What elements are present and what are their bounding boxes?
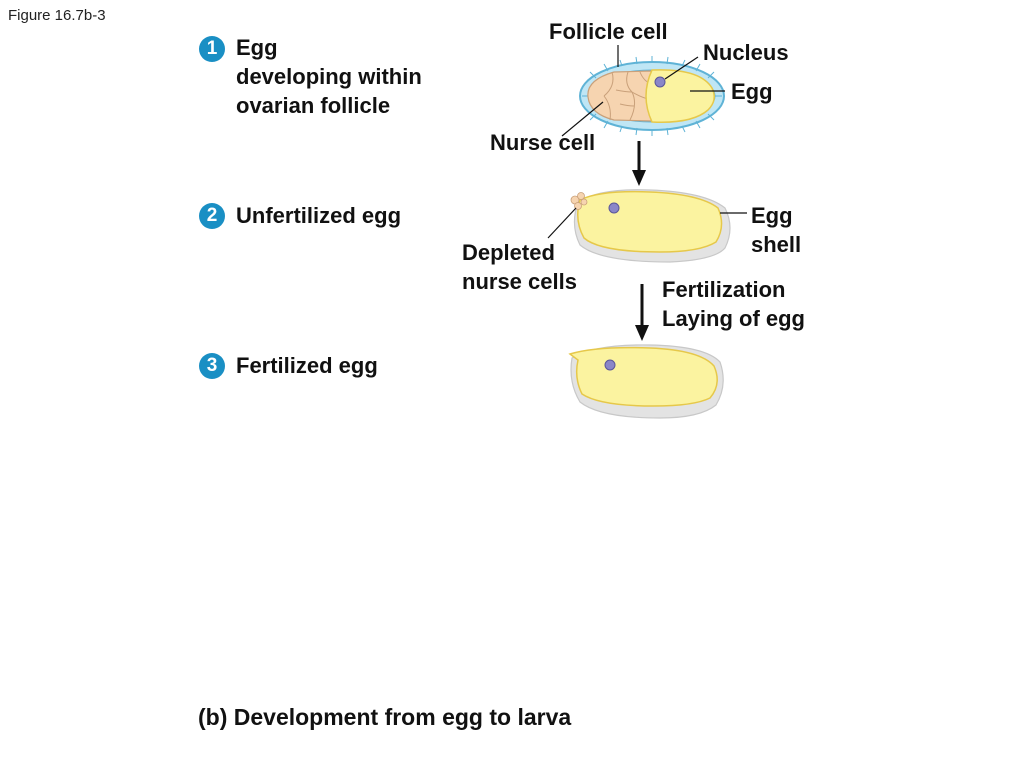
stage-2-leader-lines xyxy=(547,207,747,239)
step-1-badge: 1 xyxy=(199,36,225,62)
step-3-line-1: Fertilized egg xyxy=(236,353,378,378)
ovarian-follicle xyxy=(579,56,725,136)
fertilized-egg xyxy=(568,344,724,419)
arrow-down-1 xyxy=(632,141,646,186)
step-1-line-1: Egg xyxy=(236,35,278,60)
unfertilized-egg xyxy=(570,189,731,263)
label-nurse-cell: Nurse cell xyxy=(490,130,596,155)
label-fertilization-line: Fertilization xyxy=(662,277,786,302)
step-1-text: Egg developing within ovarian follicle xyxy=(236,33,422,120)
step-3-text: Fertilized egg xyxy=(236,351,378,380)
label-depleted-line-1: Depleted xyxy=(462,240,555,265)
step-2-badge: 2 xyxy=(199,203,225,229)
step-1-line-2: developing within xyxy=(236,64,422,89)
figure-caption: (b) Development from egg to larva xyxy=(198,704,572,730)
label-egg-shell-line-2: shell xyxy=(751,232,802,257)
step-3-badge: 3 xyxy=(199,353,225,379)
label-nucleus: Nucleus xyxy=(703,40,789,65)
step-2-text: Unfertilized egg xyxy=(236,201,401,230)
nucleus xyxy=(654,76,666,88)
step-1-line-3: ovarian follicle xyxy=(236,93,391,118)
nucleus-2 xyxy=(608,202,620,214)
nurse-cells xyxy=(587,70,653,122)
label-egg: Egg xyxy=(731,79,773,104)
figure-id: Figure 16.7b-3 xyxy=(8,7,106,24)
label-egg-shell: Egg shell xyxy=(751,201,801,259)
egg-yolk-3 xyxy=(568,346,718,407)
stage-1-leader-lines xyxy=(561,45,725,137)
label-follicle-cell: Follicle cell xyxy=(549,19,668,44)
depleted-nurse-cells-cluster xyxy=(570,192,588,210)
label-fertilization: Fertilization Laying of egg xyxy=(662,275,805,333)
egg-yolk xyxy=(577,190,723,253)
step-2-line-1: Unfertilized egg xyxy=(236,203,402,228)
label-laying-line: Laying of egg xyxy=(662,306,805,331)
label-depleted-line-2: nurse cells xyxy=(462,269,577,294)
label-depleted-nurse-cells: Depleted nurse cells xyxy=(462,238,577,296)
arrow-down-2 xyxy=(635,284,649,341)
nucleus-3 xyxy=(604,359,616,371)
label-egg-shell-line-1: Egg xyxy=(751,203,793,228)
